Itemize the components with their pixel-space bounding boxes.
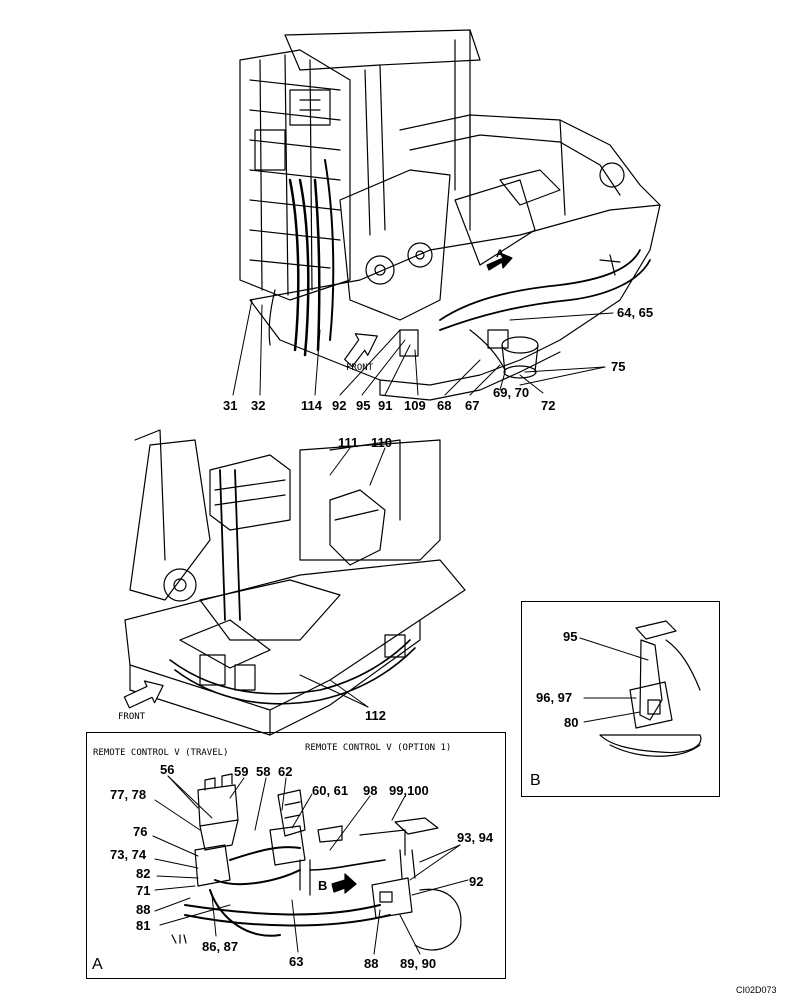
middle-view-leader-lines <box>299 447 386 708</box>
callout-63: 63 <box>289 954 304 969</box>
callout-31: 31 <box>223 398 238 413</box>
callout-64-65: 64, 65 <box>617 305 654 320</box>
callout-69-70: 69, 70 <box>493 385 530 400</box>
callout-99-100: 99,100 <box>389 783 429 798</box>
detail-b-title: B <box>530 772 541 789</box>
callout-114: 114 <box>301 398 322 413</box>
callout-82: 82 <box>136 866 151 881</box>
callout-58: 58 <box>256 764 271 779</box>
floor-plate-drawing <box>123 429 466 736</box>
callout-111: 111 <box>338 435 359 450</box>
remote-control-option-label: REMOTE CONTROL V (OPTION 1) <box>305 743 452 753</box>
remote-control-travel-label: REMOTE CONTROL V (TRAVEL) <box>93 748 229 758</box>
callout-93-94: 93, 94 <box>457 830 494 845</box>
callout-88-left: 88 <box>136 902 151 917</box>
arrow-a-label: A <box>496 248 504 260</box>
detail-b-frame <box>521 601 720 797</box>
callout-81: 81 <box>136 918 151 933</box>
arrow-b-label: B <box>318 878 328 893</box>
detail-a-leader-lines <box>152 775 469 955</box>
callout-32: 32 <box>251 398 266 413</box>
callout-95-detail-b: 95 <box>563 629 578 644</box>
callout-76: 76 <box>133 824 148 839</box>
detail-b-leader-lines <box>579 637 649 723</box>
callout-110: 110 <box>371 435 392 450</box>
callout-68: 68 <box>437 398 452 413</box>
upper-structure-drawing <box>239 29 661 401</box>
callout-67: 67 <box>465 398 480 413</box>
callout-89-90: 89, 90 <box>400 956 437 971</box>
top-view-leader-lines <box>232 299 614 396</box>
figure-code: CI02D073 <box>736 985 777 995</box>
callout-92: 92 <box>332 398 347 413</box>
callout-91: 91 <box>378 398 393 413</box>
callout-62: 62 <box>278 764 293 779</box>
callout-88-right: 88 <box>364 956 379 971</box>
callout-109: 109 <box>404 398 426 413</box>
callout-96-97: 96, 97 <box>536 690 573 705</box>
detail-a-frame <box>86 732 506 979</box>
callout-98: 98 <box>363 783 378 798</box>
callout-92-detail-a: 92 <box>469 874 484 889</box>
callout-73-74: 73, 74 <box>110 847 147 862</box>
callout-112: 112 <box>365 708 386 723</box>
callout-86-87: 86, 87 <box>202 939 239 954</box>
front-label-middle: FRONT <box>118 712 146 722</box>
callout-71: 71 <box>136 883 151 898</box>
callout-95: 95 <box>356 398 371 413</box>
callout-77-78: 77, 78 <box>110 787 147 802</box>
callout-59: 59 <box>234 764 249 779</box>
callout-72: 72 <box>541 398 556 413</box>
front-label-top: FRONT <box>346 363 374 373</box>
callout-75: 75 <box>611 359 626 374</box>
callout-60-61: 60, 61 <box>312 783 349 798</box>
detail-b-drawing <box>599 620 702 757</box>
callout-80: 80 <box>564 715 579 730</box>
detail-a-title: A <box>92 956 103 973</box>
detail-a-drawing <box>171 773 462 951</box>
callout-56: 56 <box>160 762 175 777</box>
